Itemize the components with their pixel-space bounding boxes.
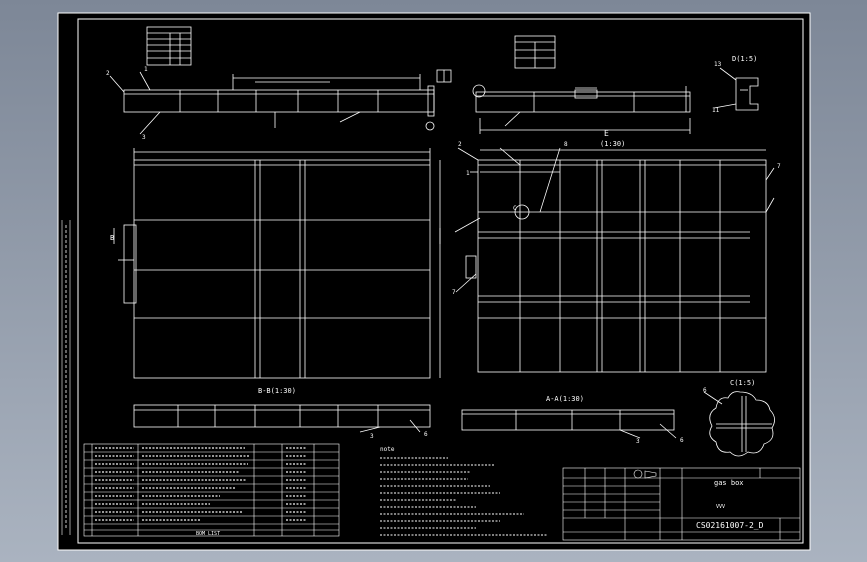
detail-d-label: D(1:5)	[732, 55, 757, 63]
notes-block: note	[380, 446, 548, 536]
section-aa-label: A-A(1:30)	[546, 395, 584, 403]
balloon-label: 2	[458, 141, 462, 148]
balloon-label: 7	[777, 163, 781, 170]
section-marker-b: B	[110, 234, 114, 242]
revision-strip	[61, 220, 71, 535]
detail-d: D(1:5)	[713, 55, 759, 111]
balloon-label: 6	[703, 387, 707, 394]
top-left-side-view	[109, 26, 452, 135]
notes-heading: note	[380, 446, 395, 453]
balloon-label: 7	[452, 289, 456, 296]
balloon-label: 3	[636, 438, 640, 445]
balloon-label: 3	[370, 433, 374, 440]
balloon-label: 6	[424, 431, 428, 438]
balloon-label: 2	[106, 70, 110, 77]
balloon-label: 11	[712, 107, 720, 114]
bom-table: BOM LIST	[83, 443, 340, 537]
marker-c: C	[513, 205, 517, 212]
detail-c-label: C(1:5)	[730, 379, 755, 387]
balloon-label: 3	[142, 134, 146, 141]
section-aa-view: A-A(1:30)	[461, 395, 677, 439]
balloon-label: 13	[714, 61, 722, 68]
detail-c: C(1:5)	[703, 379, 775, 457]
part-name: gas box	[714, 479, 744, 487]
drawing-border	[77, 18, 804, 544]
balloon-label: 6	[680, 437, 684, 444]
drawing-number: CS02161007-2_D	[696, 521, 764, 530]
view-e-letter: E	[604, 129, 609, 138]
top-right-side-view	[472, 35, 691, 134]
plan-view-right: E (1:30) C	[454, 129, 775, 373]
section-bb-label: B-B(1:30)	[258, 387, 296, 395]
plan-view-left: B	[110, 148, 441, 379]
bom-footer-label: BOM LIST	[196, 531, 220, 537]
view-e-scale: (1:30)	[600, 140, 625, 148]
part-balloons: 2 1 3 2 1 8 7 7 13 11 3 6 3 6 6	[106, 61, 781, 445]
part-subname: VVV	[716, 504, 725, 510]
title-block: gas box VVV CS02161007-2_D	[562, 467, 801, 541]
balloon-label: 1	[144, 66, 148, 73]
balloon-label: 8	[564, 141, 568, 148]
balloon-label: 1	[466, 170, 470, 177]
section-bb-view: B-B(1:30)	[133, 387, 431, 433]
